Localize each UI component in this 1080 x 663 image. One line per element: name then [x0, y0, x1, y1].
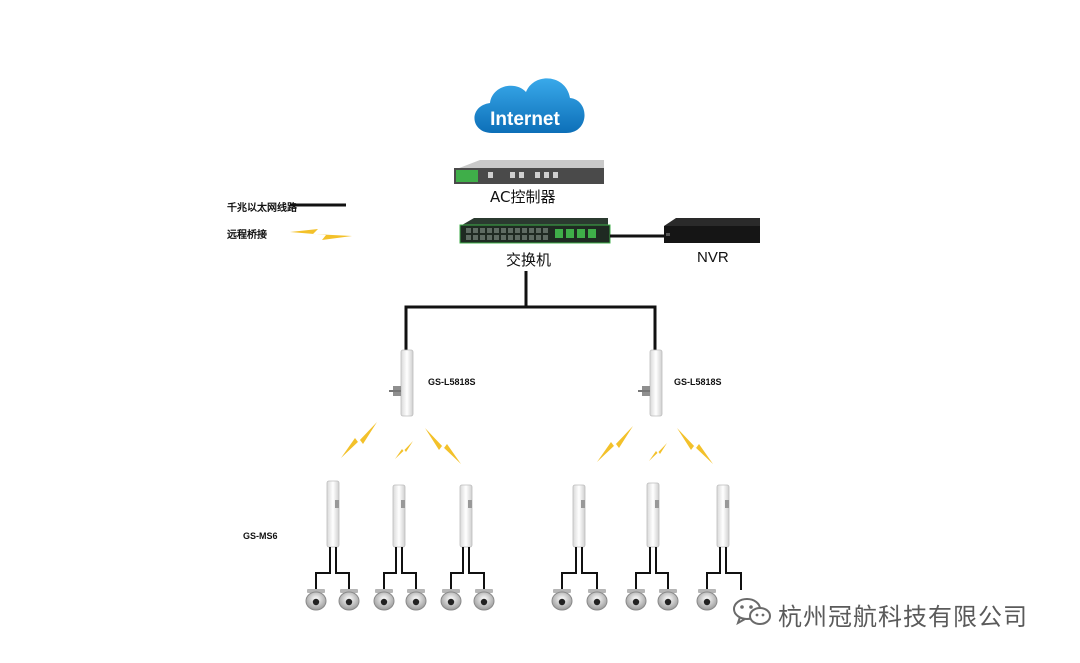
cpe-unit: [459, 484, 473, 548]
base-station-right: [638, 349, 663, 417]
switch-device: [459, 218, 611, 244]
cpe-unit: [326, 480, 340, 548]
cpe-unit: [716, 484, 730, 548]
base-station-left-label: GS-L5818S: [428, 377, 476, 387]
camera-icon: [305, 589, 327, 611]
base-station-right-label: GS-L5818S: [674, 377, 722, 387]
legend: [290, 203, 352, 240]
legend-bridge-swatch: [290, 229, 352, 240]
wireless-bridge-links: [341, 422, 713, 464]
ip-cameras: [305, 589, 718, 611]
camera-icon: [696, 589, 718, 611]
camera-icon: [586, 589, 608, 611]
camera-icon: [405, 589, 427, 611]
nvr-device: [664, 218, 760, 243]
camera-wiring: [315, 547, 742, 590]
ac-controller-device: [454, 160, 604, 184]
cpe-label: GS-MS6: [243, 531, 278, 541]
cpe-unit: [392, 484, 406, 548]
camera-icon: [551, 589, 573, 611]
camera-icon: [625, 589, 647, 611]
legend-bridge-label: 远程桥接: [227, 230, 267, 241]
cpe-unit: [646, 482, 660, 548]
camera-icon: [440, 589, 462, 611]
ac-controller-label: AC控制器: [490, 188, 556, 206]
legend-gigabit-label: 千兆以太网线路: [227, 203, 297, 214]
internet-cloud: Internet: [474, 78, 585, 133]
internet-label: Internet: [490, 109, 560, 130]
camera-icon: [338, 589, 360, 611]
watermark-text: 杭州冠航科技有限公司: [778, 602, 1028, 631]
watermark: 杭州冠航科技有限公司: [732, 596, 1028, 632]
cpe-unit: [572, 484, 586, 548]
gigabit-links: [404, 234, 664, 352]
wechat-icon: [732, 596, 772, 632]
camera-icon: [373, 589, 395, 611]
camera-icon: [657, 589, 679, 611]
cpe-units: [326, 480, 730, 548]
nvr-label: NVR: [697, 249, 729, 266]
camera-icon: [473, 589, 495, 611]
switch-label: 交换机: [506, 251, 552, 269]
base-station-left: [389, 349, 414, 417]
